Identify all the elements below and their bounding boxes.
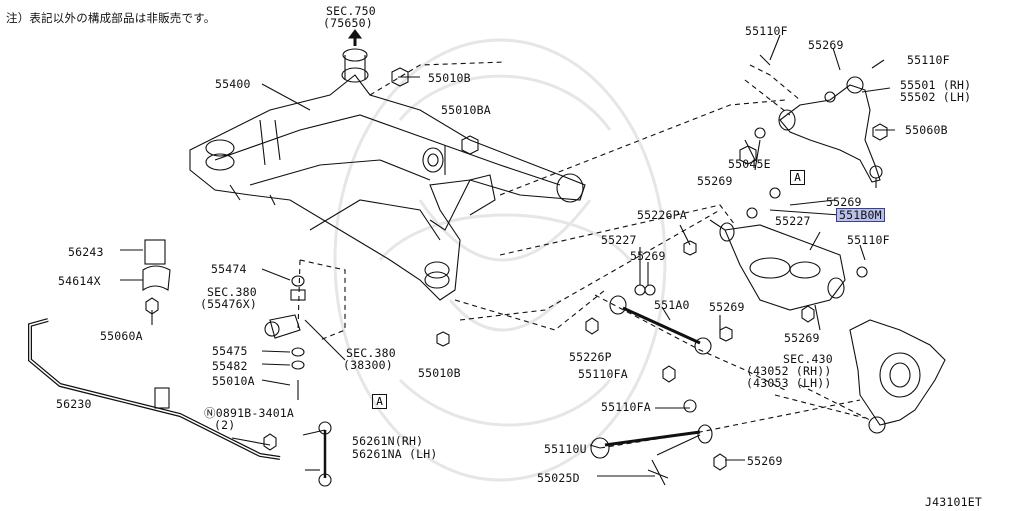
label-sec430-lh[interactable]: (43053 (LH)) bbox=[746, 376, 832, 390]
label-56261na[interactable]: 56261NA (LH) bbox=[352, 447, 438, 461]
label-56243[interactable]: 56243 bbox=[68, 245, 104, 259]
label-551a0[interactable]: 551A0 bbox=[654, 298, 690, 312]
label-sec380-a-ref[interactable]: (55476X) bbox=[200, 297, 257, 311]
lower-arm-551b0m bbox=[719, 222, 846, 311]
label-55269-c[interactable]: 55269 bbox=[826, 195, 862, 209]
label-55110f-a[interactable]: 55110F bbox=[745, 24, 788, 38]
callout-a-left[interactable]: A bbox=[372, 394, 387, 409]
label-55501[interactable]: 55501 (RH) bbox=[900, 78, 972, 92]
stabilizer-bar-56230 bbox=[28, 318, 281, 460]
guide-lines bbox=[297, 61, 871, 449]
label-55226p[interactable]: 55226P bbox=[569, 350, 612, 364]
bracket-sec380 bbox=[264, 275, 306, 400]
bushing-56243 bbox=[144, 239, 166, 265]
label-55045e[interactable]: 55045E bbox=[728, 157, 771, 171]
label-bolt-qty: (2) bbox=[214, 418, 236, 432]
label-55025d[interactable]: 55025D bbox=[537, 471, 580, 485]
label-55269-b[interactable]: 55269 bbox=[697, 174, 733, 188]
clamp-54614x bbox=[142, 265, 171, 292]
label-55269-a[interactable]: 55269 bbox=[808, 38, 844, 52]
label-sec380-b[interactable]: SEC.380 bbox=[346, 346, 396, 360]
label-55060a[interactable]: 55060A bbox=[100, 329, 143, 343]
label-55227-a[interactable]: 55227 bbox=[775, 214, 811, 228]
label-55110fa-a[interactable]: 55110FA bbox=[578, 367, 628, 381]
label-sec380-b-ref[interactable]: (38300) bbox=[343, 358, 393, 372]
label-55010b-bot[interactable]: 55010B bbox=[418, 366, 461, 380]
label-55010b-top[interactable]: 55010B bbox=[428, 71, 471, 85]
label-55110f-c[interactable]: 55110F bbox=[847, 233, 890, 247]
label-55474[interactable]: 55474 bbox=[211, 262, 247, 276]
subframe-55400 bbox=[189, 48, 586, 301]
label-56230[interactable]: 56230 bbox=[56, 397, 92, 411]
label-55475[interactable]: 55475 bbox=[212, 344, 248, 358]
label-55227-b[interactable]: 55227 bbox=[601, 233, 637, 247]
label-55269-e[interactable]: 55269 bbox=[709, 300, 745, 314]
label-56261n[interactable]: 56261N(RH) bbox=[352, 434, 424, 448]
label-55060b[interactable]: 55060B bbox=[905, 123, 948, 137]
arrow-head-icon bbox=[347, 29, 363, 39]
label-55226pa[interactable]: 55226PA bbox=[637, 208, 687, 222]
link-551a0 bbox=[609, 295, 712, 355]
label-55010a[interactable]: 55010A bbox=[212, 374, 255, 388]
upper-link-55501 bbox=[778, 76, 883, 188]
label-55400[interactable]: 55400 bbox=[215, 77, 251, 91]
label-55110u[interactable]: 55110U bbox=[544, 442, 587, 456]
fasteners bbox=[145, 54, 888, 486]
label-sec380-a[interactable]: SEC.380 bbox=[207, 285, 257, 299]
label-sec750[interactable]: SEC.750 bbox=[326, 4, 376, 18]
label-55010ba[interactable]: 55010BA bbox=[441, 103, 491, 117]
label-55482[interactable]: 55482 bbox=[212, 359, 248, 373]
stabilizer-link-56261n bbox=[305, 421, 332, 487]
label-54614x[interactable]: 54614X bbox=[58, 274, 101, 288]
callout-a-right[interactable]: A bbox=[790, 170, 805, 185]
label-551b0m-highlighted[interactable]: 551B0M bbox=[836, 208, 885, 222]
label-bolt-0891b[interactable]: Ⓝ0891B-3401A bbox=[204, 406, 295, 420]
label-55110f-b[interactable]: 55110F bbox=[907, 53, 950, 67]
label-55269-g[interactable]: 55269 bbox=[747, 454, 783, 468]
link-55110u bbox=[590, 424, 713, 459]
knuckle-sec430 bbox=[849, 319, 946, 434]
label-55269-d[interactable]: 55269 bbox=[630, 249, 666, 263]
drawing-id: J43101ET bbox=[925, 495, 982, 509]
label-sec430[interactable]: SEC.430 bbox=[783, 352, 833, 366]
label-55502[interactable]: 55502 (LH) bbox=[900, 90, 972, 104]
label-sec430-rh[interactable]: (43052 (RH)) bbox=[746, 364, 832, 378]
label-55269-f[interactable]: 55269 bbox=[784, 331, 820, 345]
label-55110fa-b[interactable]: 55110FA bbox=[601, 400, 651, 414]
watermark-emblem bbox=[333, 38, 667, 482]
label-sec750-ref[interactable]: (75650) bbox=[323, 16, 373, 30]
note-text: 注）表記以外の構成部品は非販売です。 bbox=[6, 11, 216, 25]
